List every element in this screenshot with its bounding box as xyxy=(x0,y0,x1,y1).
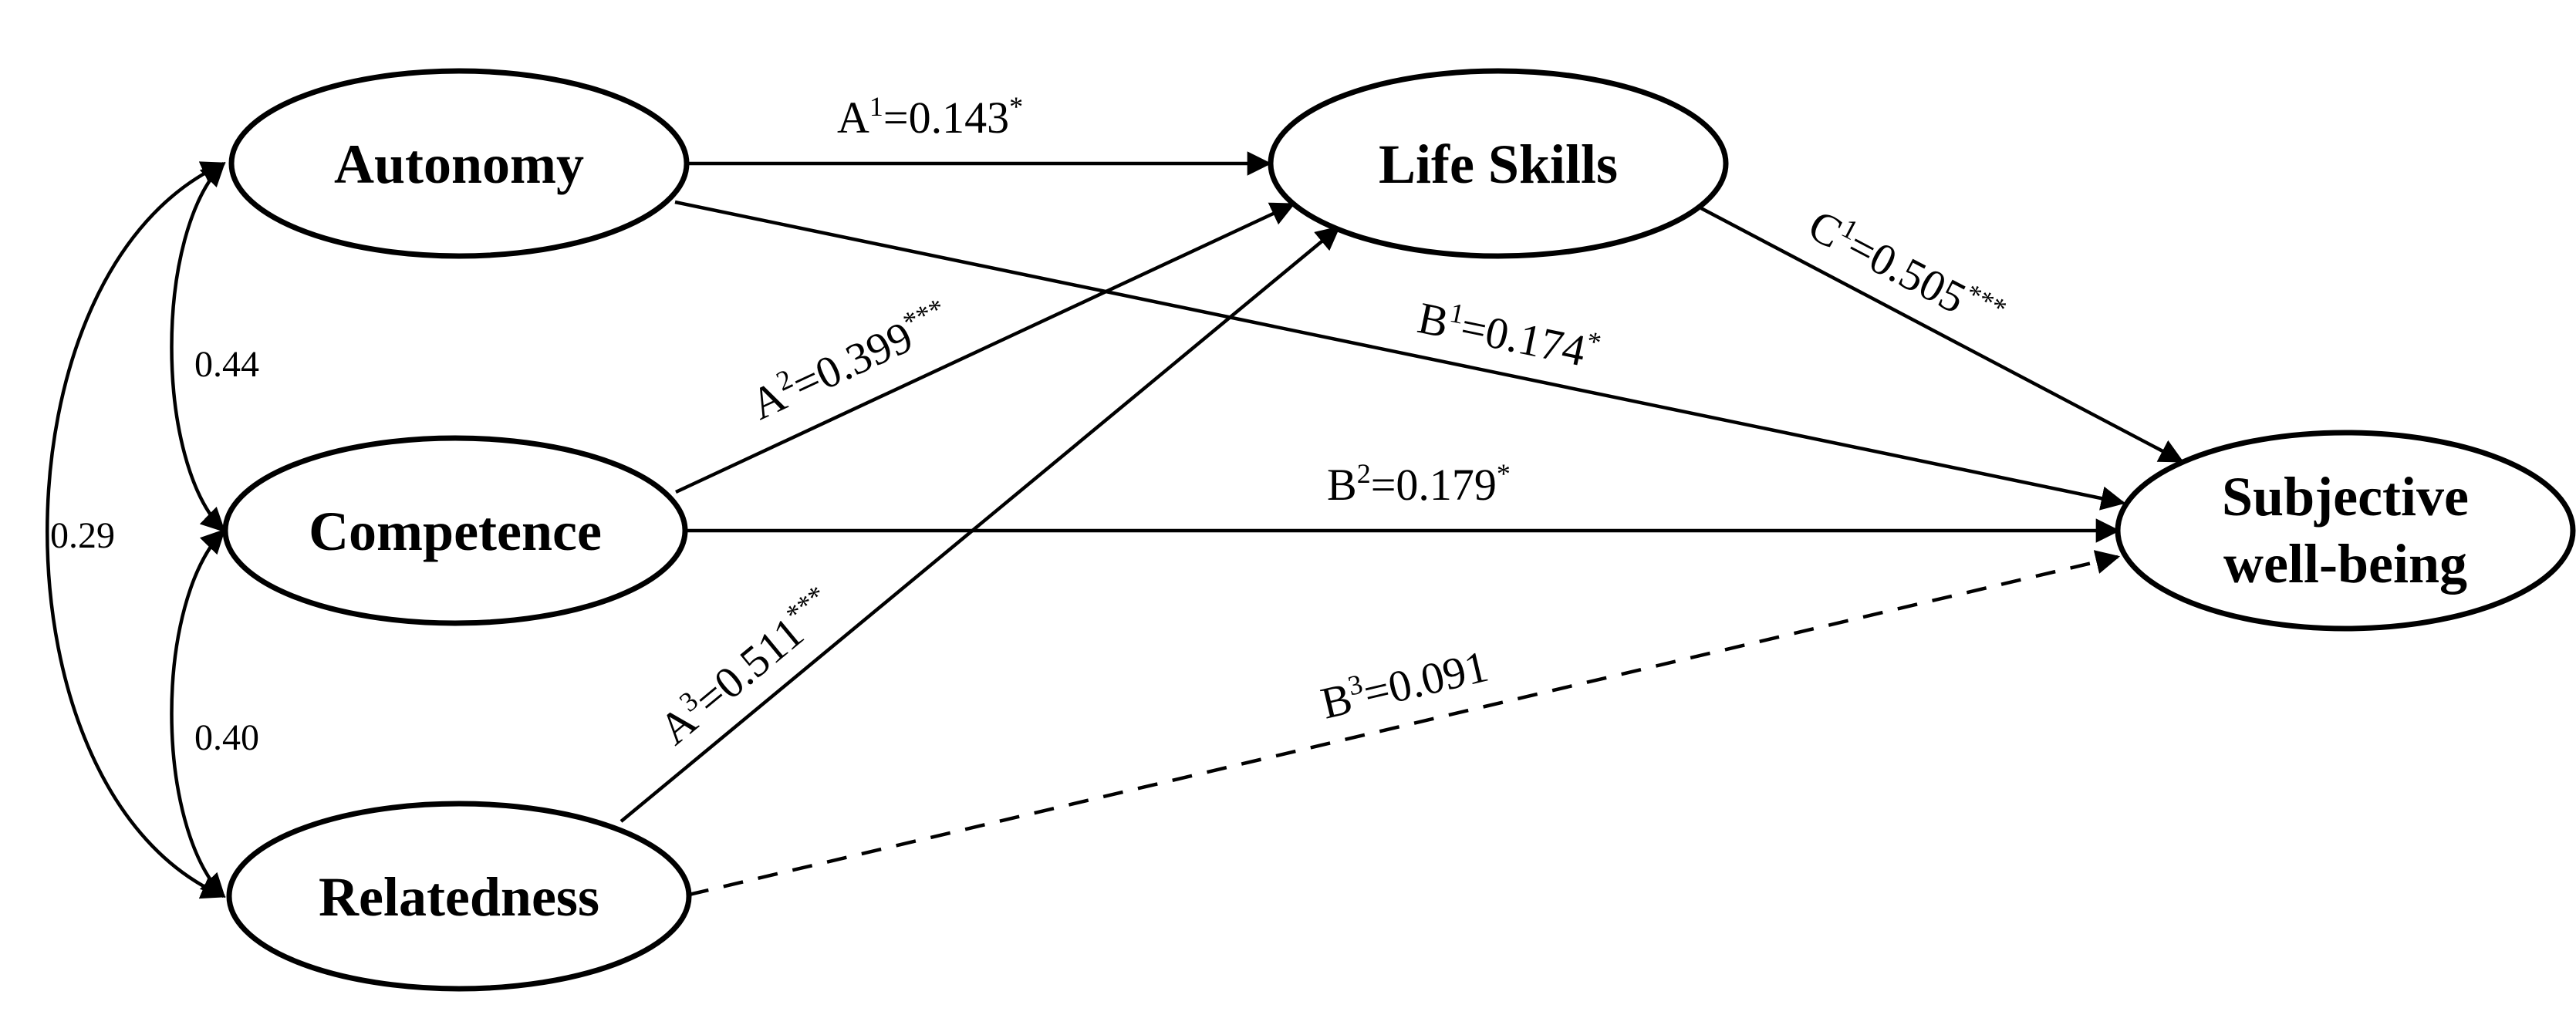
node-relatedness-label: Relatedness xyxy=(319,866,599,928)
coef-c1: C1=0.505*** xyxy=(1801,198,2012,342)
coef-b3-value: =0.091 xyxy=(1359,641,1493,719)
node-wellbeing-label-line2: well-being xyxy=(2223,533,2467,595)
coef-a1-sig: * xyxy=(1009,91,1023,122)
coef-a1-value: =0.143 xyxy=(883,93,1009,143)
node-life-skills-label: Life Skills xyxy=(1379,133,1618,195)
node-autonomy-label: Autonomy xyxy=(334,133,584,195)
coef-b2: B2=0.179* xyxy=(1327,458,1511,510)
path-b3-line xyxy=(688,550,2121,897)
path-b1-line xyxy=(674,200,2126,511)
coef-a3: A3=0.511*** xyxy=(649,579,846,754)
coef-b1-value: =0.174 xyxy=(1457,302,1590,376)
corr-arc-competence-relatedness xyxy=(170,528,226,899)
coef-b2-letter: B xyxy=(1327,460,1357,510)
corr-label-competence-relatedness: 0.40 xyxy=(194,717,259,758)
node-wellbeing-label: Subjective xyxy=(2222,466,2469,528)
corr-label-autonomy-competence: 0.44 xyxy=(194,344,259,385)
coef-b3: B3=0.091 xyxy=(1316,639,1493,729)
node-competence: Competence xyxy=(222,435,688,626)
corr-arc-autonomy-relatedness xyxy=(46,161,226,899)
node-competence-label: Competence xyxy=(309,501,602,562)
coef-a2-value: =0.399 xyxy=(785,312,920,410)
coef-b2-value: =0.179 xyxy=(1371,460,1497,510)
coef-a1: A1=0.143* xyxy=(837,91,1023,143)
node-autonomy: Autonomy xyxy=(228,68,690,259)
node-relatedness: Relatedness xyxy=(226,801,692,992)
coef-b2-index: 2 xyxy=(1357,458,1371,489)
node-subjective-wellbeing: Subjective well-being xyxy=(2115,430,2576,632)
corr-label-autonomy-relatedness: 0.29 xyxy=(50,515,115,556)
coef-a3-value: =0.511 xyxy=(685,607,813,725)
coef-b1-letter: B xyxy=(1413,292,1453,347)
coef-a1-index: 1 xyxy=(869,91,883,122)
path-a3-line xyxy=(620,225,1341,823)
coef-a2: A2=0.399*** xyxy=(742,292,957,430)
coef-a1-letter: A xyxy=(837,93,869,143)
coef-c1-value: =0.505 xyxy=(1839,220,1974,323)
path-a2-line xyxy=(675,202,1295,494)
coef-b1: B1=0.174* xyxy=(1413,291,1604,379)
node-life-skills: Life Skills xyxy=(1268,68,1729,259)
path-c1-line xyxy=(1700,207,2184,463)
coef-b2-sig: * xyxy=(1497,458,1511,489)
